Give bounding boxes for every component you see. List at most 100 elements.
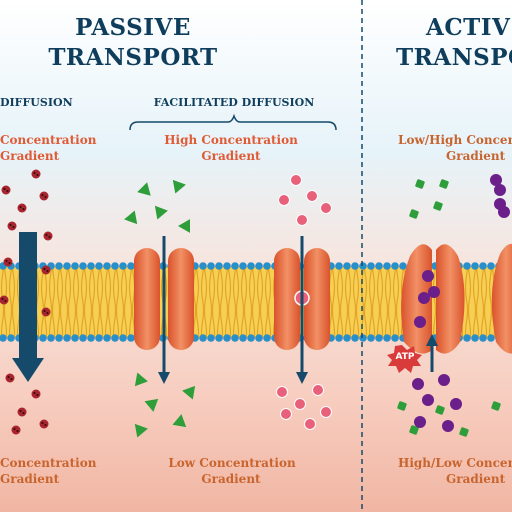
phospholipid-head [71,334,79,342]
phospholipid-head [119,262,127,270]
phospholipid-head [239,262,247,270]
atp-burst-icon [387,345,422,373]
phospholipid-head [391,262,399,270]
phospholipid-head [63,334,71,342]
pink-particle [306,190,318,202]
channel-protein-green [134,236,194,384]
solute-particle [41,307,51,317]
phospholipid-head [119,334,127,342]
green-particle [182,385,196,400]
phospholipid-head [223,334,231,342]
phospholipid-head [487,334,495,342]
green-square-particle [435,405,445,415]
green-square-particle [415,179,425,189]
phospholipid-head [111,334,119,342]
phospholipid-head [471,262,479,270]
phospholipid-head [471,334,479,342]
green-square-particle [409,425,419,435]
phospholipid-head [103,262,111,270]
phospholipid-head [215,334,223,342]
phospholipid-head [215,262,223,270]
cell-membrane [0,262,512,342]
facilitated-bracket [129,113,337,131]
pink-particle [278,194,290,206]
solute-particle [43,231,53,241]
green-particle [144,398,159,412]
purple-particle [422,270,434,282]
phospholipid-head [351,334,359,342]
phospholipid-head [39,334,47,342]
purple-particle [494,184,506,196]
pink-particle [296,214,308,226]
phospholipid-head [55,262,63,270]
green-square-particle [439,179,449,189]
purple-particle [428,286,440,298]
phospholipid-head [231,262,239,270]
passive-title-line1: PASSIVE [75,14,191,41]
phospholipid-head [79,262,87,270]
phospholipid-head [343,262,351,270]
active-top-gradient-line1: Low/High Concent [398,133,512,147]
purple-particle [442,420,454,432]
green-square-particle [491,401,501,411]
phospholipid-head [199,262,207,270]
phospholipid-head [7,334,15,342]
phospholipid-head [335,262,343,270]
active-top-gradient-line2: Gradient [446,149,506,163]
phospholipid-head [367,334,375,342]
phospholipid-head [383,334,391,342]
phospholipid-head [0,334,7,342]
simple-top-gradient-line2: Gradient [0,149,60,163]
green-particle [134,423,148,438]
phospholipid-head [247,334,255,342]
purple-particle [422,394,434,406]
phospholipid-head [207,262,215,270]
active-bottom-gradient-line2: Gradient [446,472,506,486]
phospholipid-head [463,334,471,342]
phospholipid-head [103,334,111,342]
green-square-particle [409,209,419,219]
facil-top-gradient-line1: High Concentration [164,133,298,147]
green-particle [172,414,187,428]
phospholipid-head [391,334,399,342]
channel-protein-pink [274,236,330,384]
simple-top-gradient-line1: Concentration [0,133,97,147]
green-square-particle [433,201,443,211]
pink-particle [304,418,316,430]
purple-particle [498,206,510,218]
phospholipid-head [87,334,95,342]
purple-particle [412,378,424,390]
solute-particle [41,265,51,275]
simple-bottom-gradient-line2: Gradient [0,472,60,486]
phospholipid-head [487,262,495,270]
facil-top-gradient-line2: Gradient [201,149,261,163]
phospholipid-head [231,334,239,342]
phospholipid-head [335,334,343,342]
phospholipid-head [479,334,487,342]
purple-particle [438,374,450,386]
solute-particle [17,203,27,213]
phospholipid-head [79,334,87,342]
phospholipid-head [95,334,103,342]
atp-label: ATP [395,352,415,362]
phospholipid-head [383,262,391,270]
solute-particle [17,407,27,417]
solute-particle [39,419,49,429]
active-title-line1: ACTIV [426,14,511,41]
green-particle [172,179,186,194]
phospholipid-head [375,262,383,270]
phospholipid-head [55,334,63,342]
simple-diffusion-arrow [12,232,44,382]
active-pump-protein-2 [491,244,512,354]
phospholipid-head [95,262,103,270]
solute-particle [5,373,15,383]
phospholipid-head [359,334,367,342]
green-square-particle [397,401,407,411]
purple-particle [490,174,502,186]
facilitated-diffusion-label: FACILITATED DIFFUSION [153,96,315,109]
phospholipid-head [207,334,215,342]
phospholipid-head [351,262,359,270]
green-particle [154,205,168,220]
